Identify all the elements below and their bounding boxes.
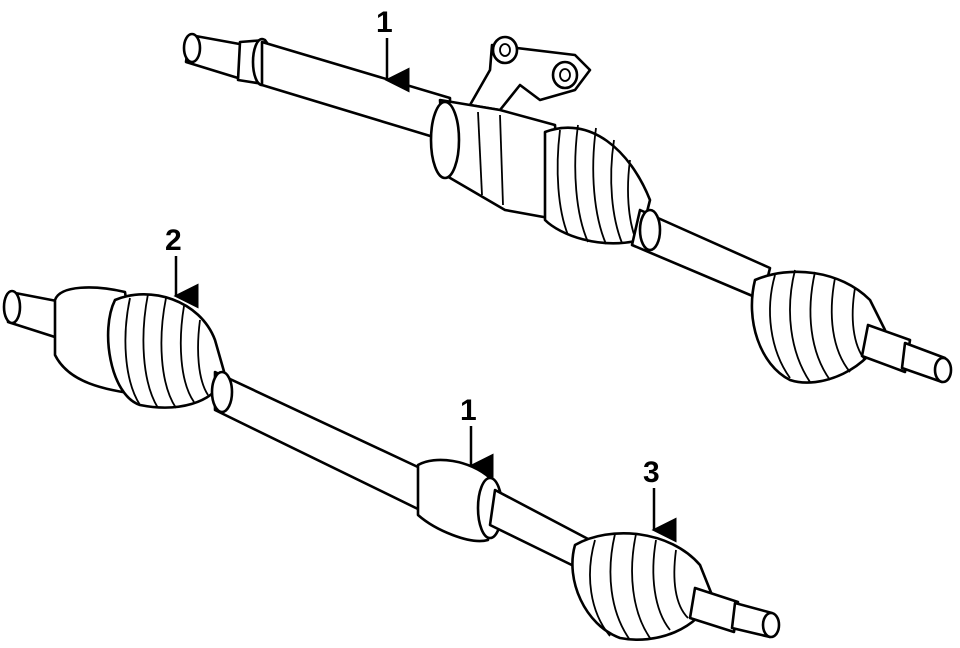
bottom-inner-stub <box>2 289 64 340</box>
callout-1-top: 1 <box>376 6 410 93</box>
callout-label: 1 <box>376 6 393 39</box>
top-inner-boot <box>543 124 652 245</box>
top-mounting-bracket <box>468 35 592 112</box>
bottom-damper-sleeve <box>416 458 504 543</box>
bottom-intermediate-shaft <box>213 370 422 512</box>
callout-label: 3 <box>643 456 660 489</box>
callout-2: 2 <box>165 224 199 309</box>
bottom-outer-boot <box>571 532 714 641</box>
bottom-inner-boot <box>106 292 227 409</box>
top-outer-boot <box>750 269 887 384</box>
callout-3: 3 <box>643 456 677 543</box>
top-inner-joint-housing <box>429 98 562 222</box>
bottom-axle-assembly <box>2 286 781 641</box>
top-outer-stub <box>860 323 953 384</box>
top-intermediate-shaft <box>260 40 452 144</box>
callout-1-bottom: 1 <box>460 394 494 479</box>
callout-label: 2 <box>165 224 182 257</box>
callout-label: 1 <box>460 394 477 427</box>
bottom-outer-stub <box>688 586 781 639</box>
top-axle-assembly <box>182 32 953 384</box>
top-inner-stub <box>182 32 273 87</box>
